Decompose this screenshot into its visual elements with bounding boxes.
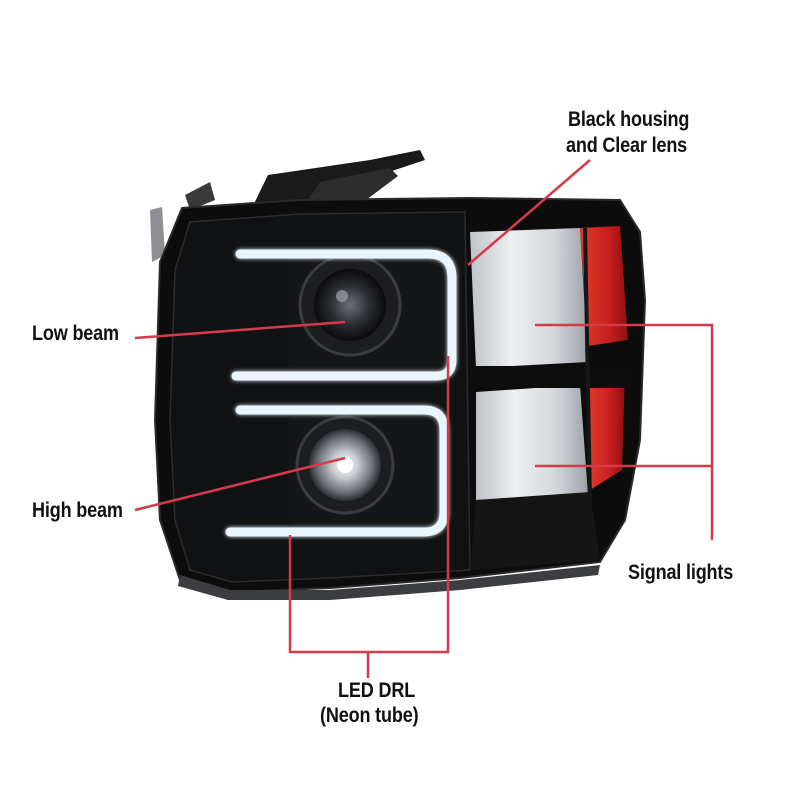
callout-lines	[134, 159, 714, 678]
led-drl-tube	[225, 249, 457, 537]
drl-label-line2: (Neon tube)	[320, 704, 419, 727]
low-beam-label: Low beam	[32, 322, 119, 345]
high-beam-reflector	[288, 415, 448, 525]
callout-line-low-beam	[134, 320, 346, 340]
callout-line-signal-upper	[535, 323, 714, 540]
signal-light-lens	[470, 226, 630, 570]
callout-line-housing	[467, 159, 591, 266]
housing-label-line2: and Clear lens	[566, 134, 688, 157]
drl-label-line1: LED DRL	[338, 679, 416, 702]
callout-line-high-beam	[134, 456, 346, 512]
high-beam-label: High beam	[32, 499, 123, 522]
low-beam-projector	[288, 250, 448, 370]
signal-lights-label: Signal lights	[628, 561, 734, 584]
housing-label-line1: Black housing	[568, 108, 690, 131]
